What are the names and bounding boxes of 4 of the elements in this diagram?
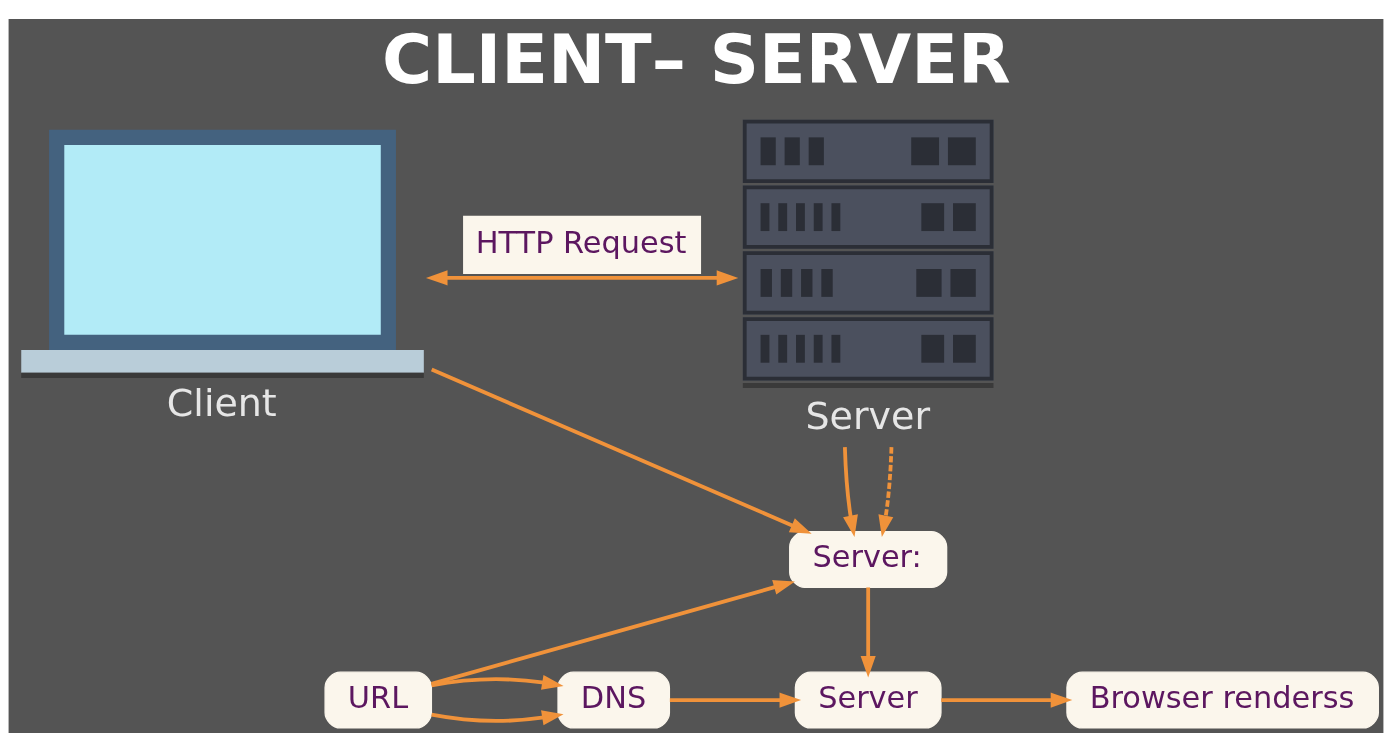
edge-label: HTTP Request [475, 224, 687, 260]
diagram-title: CLIENT– SERVER [382, 19, 1011, 99]
node-label: Server [805, 393, 931, 438]
node-label: Client [166, 380, 277, 425]
